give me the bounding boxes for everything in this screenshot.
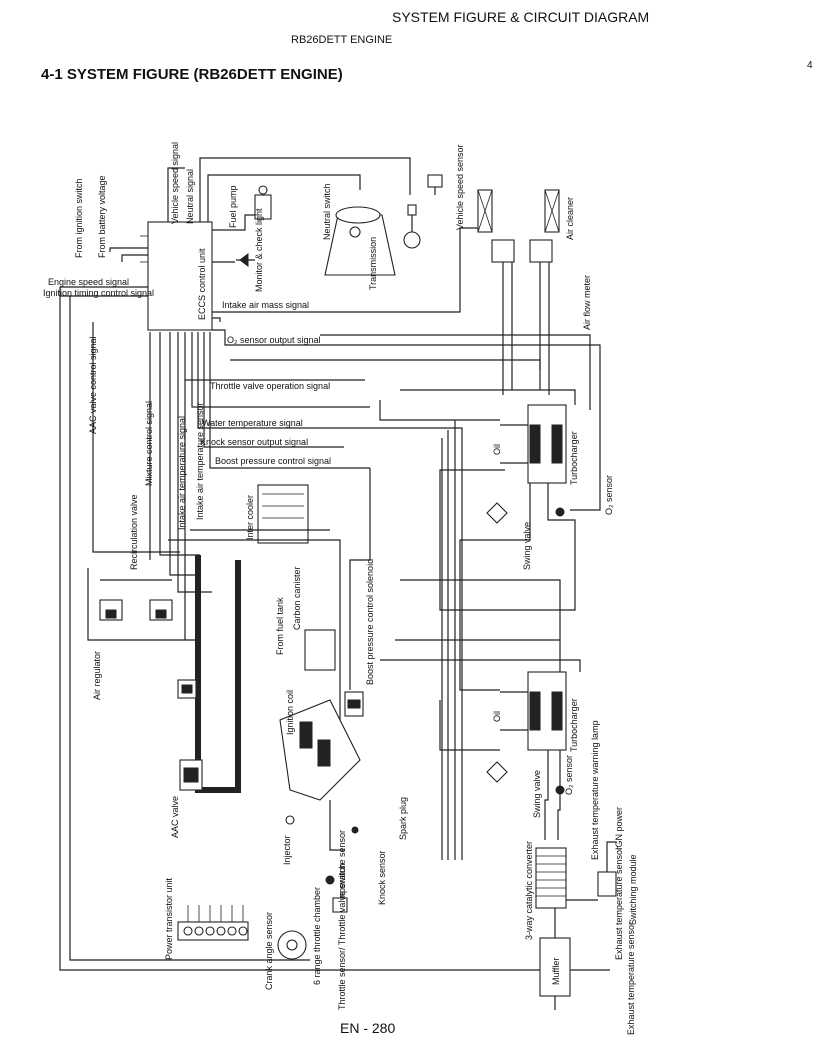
oil-lower-label: Oil bbox=[492, 711, 502, 722]
injector-label: Injector bbox=[282, 835, 292, 865]
label-boost-control: Boost pressure control signal bbox=[215, 456, 331, 466]
engine-head: Ignition coil Spark plug bbox=[279, 690, 408, 851]
warning-lamp-label: Exhaust temperature warning lamp bbox=[590, 720, 600, 860]
knock-sensor-label: Knock sensor bbox=[377, 850, 387, 905]
exhaust-temp-sensor-a: Exhaust temperature sensor bbox=[614, 847, 624, 960]
crank-angle-label: Crank angle sensor bbox=[264, 912, 274, 990]
swing-valve-upper: Swing valve bbox=[486, 502, 532, 570]
boost-solenoid-label: Boost pressure control solenoid bbox=[365, 559, 375, 685]
label-o2-output: O₂ sensor output signal bbox=[227, 335, 321, 345]
turbocharger-upper: Oil Turbocharger bbox=[492, 404, 579, 485]
throttle-sensor-label: Throttle sensor/ Throttle valve switch bbox=[337, 864, 347, 1010]
label-engine-speed-signal: Engine speed signal bbox=[48, 277, 129, 287]
label-intake-air-mass: Intake air mass signal bbox=[222, 300, 309, 310]
injector: Injector bbox=[282, 815, 295, 865]
air-flow-meter: Air flow meter bbox=[491, 239, 592, 395]
signal-wiring bbox=[59, 157, 610, 971]
temp-sensor-label: Temperature sensor bbox=[337, 830, 347, 910]
catalytic-converter: 3-way catalytic converter bbox=[524, 841, 567, 940]
corner-mark: 4 bbox=[807, 60, 813, 71]
ignition-coil-label: Ignition coil bbox=[285, 690, 295, 735]
aac-valve-label: AAC valve bbox=[170, 796, 180, 838]
vehicle-speed-sensor: Vehicle speed sensor bbox=[427, 144, 465, 230]
label-knock-output: Knock sensor output signal bbox=[200, 437, 308, 447]
muffler-label: Muffler bbox=[551, 958, 561, 985]
o2-sensor-upper: O₂ sensor bbox=[555, 475, 614, 517]
catalytic-label: 3-way catalytic converter bbox=[524, 841, 534, 940]
from-fuel-tank-label: From fuel tank bbox=[275, 597, 285, 655]
piping bbox=[379, 389, 581, 840]
header-title: SYSTEM FIGURE & CIRCUIT DIAGRAM bbox=[392, 9, 650, 25]
air-regulator: Air regulator bbox=[92, 651, 197, 700]
power-transistor-label: Power transistor unit bbox=[164, 877, 174, 960]
exhaust-temp-sensor-b: Exhaust temperature sensor bbox=[626, 922, 636, 1035]
oil-upper-label: Oil bbox=[492, 444, 502, 455]
label-water-temp: Water temperature signal bbox=[202, 418, 303, 428]
label-vehicle-speed-signal: Vehicle speed signal bbox=[170, 142, 180, 224]
intake-plenum bbox=[168, 529, 341, 793]
throttle-chamber-label: 6 range throttle chamber bbox=[312, 887, 322, 985]
monitor-light: Monitor & check light bbox=[236, 208, 264, 292]
boost-solenoid: Boost pressure control solenoid bbox=[344, 559, 375, 717]
label-ignition-timing: Ignition timing control signal bbox=[43, 288, 154, 298]
canister-label: Carbon canister bbox=[292, 566, 302, 630]
swing-lower-label: Swing valve bbox=[532, 770, 542, 818]
intake-temp-signal-label: Intake air temperature signal bbox=[177, 416, 187, 530]
fuel-pump-label: Fuel pump bbox=[228, 185, 238, 228]
switching-module: Exhaust temperature warning lamp IGN pow… bbox=[566, 720, 638, 1035]
aac-valve: AAC valve bbox=[170, 759, 203, 838]
transmission: Transmission Neutral switch bbox=[322, 183, 421, 290]
monitor-label: Monitor & check light bbox=[254, 208, 264, 292]
throttle-sensor: 6 range throttle chamber Throttle sensor… bbox=[312, 864, 348, 1010]
switching-module-label: Switching module bbox=[628, 854, 638, 925]
label-throttle-operation: Throttle valve operation signal bbox=[210, 381, 330, 391]
section-heading: 4-1 SYSTEM FIGURE (RB26DETT ENGINE) bbox=[41, 66, 343, 83]
air-flow-meter-label: Air flow meter bbox=[582, 275, 592, 330]
label-neutral-signal: Neutral signal bbox=[185, 169, 195, 224]
temperature-sensor: Temperature sensor bbox=[325, 830, 347, 910]
air-cleaner-label: Air cleaner bbox=[565, 197, 575, 240]
swing-valve-lower: Swing valve bbox=[486, 761, 542, 818]
air-regulator-label: Air regulator bbox=[92, 651, 102, 700]
inter-cooler-label: Inter cooler bbox=[245, 495, 255, 540]
label-from-battery: From battery voltage bbox=[97, 175, 107, 258]
turbocharger-lower: Oil Turbocharger bbox=[492, 671, 579, 752]
fuel-pump: Fuel pump bbox=[228, 185, 272, 228]
vss-label: Vehicle speed sensor bbox=[455, 144, 465, 230]
page-number: EN - 280 bbox=[340, 1020, 396, 1036]
turbo-lower-label: Turbocharger bbox=[569, 698, 579, 752]
ecu-box: ECCS control unit bbox=[140, 221, 213, 331]
carbon-canister: From fuel tank Carbon canister bbox=[275, 566, 336, 671]
neutral-switch-label: Neutral switch bbox=[322, 183, 332, 240]
o2-lower-label: O₂ sensor bbox=[564, 755, 574, 795]
recirculation-valves bbox=[87, 568, 200, 641]
ign-power-label: IGN power bbox=[614, 807, 624, 850]
turbo-upper-label: Turbocharger bbox=[569, 431, 579, 485]
intake-temp-sensor-label: Intake air temperature sensor bbox=[195, 402, 205, 520]
mixture-label: Mixture control signal bbox=[144, 401, 154, 486]
muffler: Muffler bbox=[539, 908, 571, 1010]
crank-angle-sensor: Crank angle sensor bbox=[264, 912, 307, 990]
inter-cooler: Inter cooler bbox=[245, 484, 309, 544]
label-from-ignition: From ignition switch bbox=[74, 178, 84, 258]
header-subtitle: RB26DETT ENGINE bbox=[291, 34, 393, 46]
transmission-label: Transmission bbox=[368, 237, 378, 290]
o2-upper-label: O₂ sensor bbox=[604, 475, 614, 515]
ecu-label: ECCS control unit bbox=[197, 248, 207, 320]
o2-sensor-lower: O₂ sensor bbox=[555, 755, 574, 795]
spark-plug-label: Spark plug bbox=[398, 797, 408, 840]
knock-sensor: Knock sensor bbox=[351, 826, 387, 905]
air-cleaner: Air cleaner bbox=[477, 189, 575, 240]
label-aac-control-signal: AAC valve control signal bbox=[88, 336, 98, 434]
recirculation-label: Recirculation valve bbox=[129, 494, 139, 570]
power-transistor-unit: Power transistor unit bbox=[164, 877, 249, 960]
swing-upper-label: Swing valve bbox=[522, 522, 532, 570]
